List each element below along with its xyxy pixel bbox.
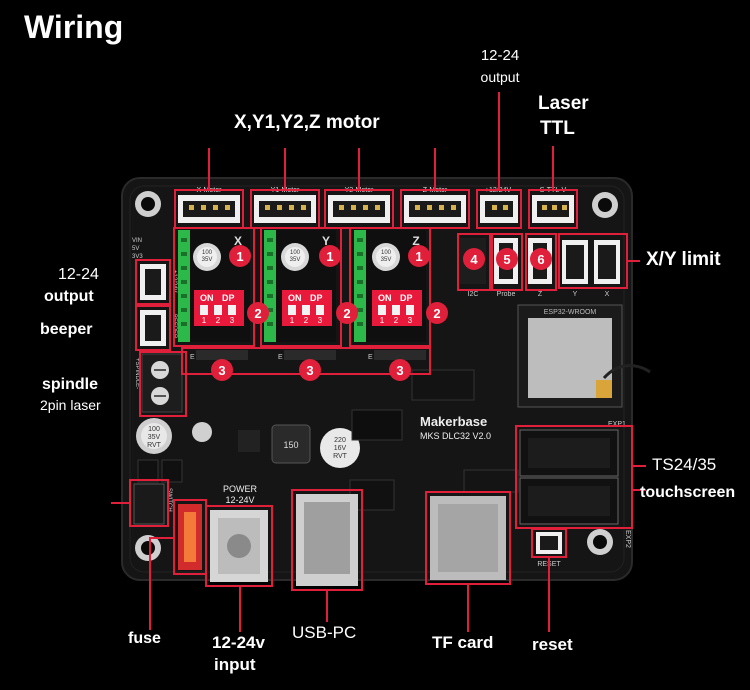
badge-3-y: 3 <box>306 363 313 378</box>
dip-on-y: ON <box>288 293 302 303</box>
cap-220-text-1: 220 <box>334 437 346 444</box>
dip-num-x-2: 2 <box>216 316 221 325</box>
label-beeper: beeper <box>40 321 92 339</box>
label-laser-1: Laser <box>538 94 589 115</box>
silk-y: Y <box>573 291 578 298</box>
dip-num-x-1: 1 <box>202 316 207 325</box>
cap-text-y-1: 100 <box>290 250 301 256</box>
label-reset: reset <box>532 636 573 655</box>
silk-probe: Probe <box>497 291 516 298</box>
cap-text-x-1: 100 <box>202 250 213 256</box>
silk-5v: 5V <box>132 246 139 252</box>
badge-4: 4 <box>470 252 478 267</box>
label-left-output-2: output <box>44 288 94 306</box>
dip-dp-y: DP <box>310 293 323 303</box>
label-ts: TS24/35 <box>652 456 716 475</box>
bulk-cap-text-2: 35V <box>148 434 161 441</box>
cap-220-text-3: RVT <box>333 453 348 460</box>
dip-num-y-1: 1 <box>290 316 295 325</box>
model-text: MKS DLC32 V2.0 <box>420 431 491 441</box>
label-fuse: fuse <box>128 630 161 648</box>
dip-dp-z: DP <box>400 293 413 303</box>
dip-num-z-2: 2 <box>394 316 399 325</box>
bulk-cap-text-1: 100 <box>148 426 160 433</box>
silk-power: POWER <box>223 484 258 494</box>
badge-3-x: 3 <box>218 363 225 378</box>
cap-text-y-2: 35V <box>290 257 301 263</box>
label-spindle: spindle <box>42 376 98 394</box>
label-touchscreen: touchscreen <box>640 484 735 502</box>
label-top-output-1: 12-24 <box>468 48 532 65</box>
dip-num-z-3: 3 <box>408 316 413 325</box>
label-tf-card: TF card <box>432 634 493 653</box>
dip-levers <box>200 305 414 315</box>
dip-on-x: ON <box>200 293 214 303</box>
silk-e-3: E <box>368 354 373 361</box>
cap-220-text-2: 16V <box>334 445 347 452</box>
cap-text-z-2: 35V <box>381 257 392 263</box>
label-input-2: input <box>214 656 256 675</box>
bulk-cap-text-3: RVT <box>147 442 162 449</box>
silk-i2c: I2C <box>468 291 479 298</box>
dip-num-z-1: 1 <box>380 316 385 325</box>
dip-num-y-2: 2 <box>304 316 309 325</box>
label-motor: X,Y1,Y2,Z motor <box>234 113 380 134</box>
silk-exp2: EXP2 <box>624 530 631 548</box>
brand-text: Makerbase <box>420 414 487 429</box>
badge-1-y: 1 <box>326 249 333 264</box>
silk-power-voltage: 12-24V <box>225 495 254 505</box>
badge-1-z: 1 <box>415 249 422 264</box>
dip-on-z: ON <box>378 293 392 303</box>
enable-jumpers <box>196 350 426 360</box>
badge-6: 6 <box>537 252 544 267</box>
wifi-module-text: ESP32-WROOM <box>544 309 597 316</box>
silk-vin: VIN <box>132 238 142 244</box>
label-top-output-2: output <box>468 70 532 85</box>
dip-num-x-3: 3 <box>230 316 235 325</box>
badge-2-z: 2 <box>433 306 440 321</box>
cap-text-x-2: 35V <box>202 257 213 263</box>
badge-2-x: 2 <box>254 306 261 321</box>
silk-z: Z <box>538 291 543 298</box>
label-xy-limit: X/Y limit <box>646 250 721 271</box>
page-title: Wiring <box>24 10 123 45</box>
silk-x: X <box>605 291 610 298</box>
cap-text-z-1: 100 <box>381 250 392 256</box>
badge-5: 5 <box>503 252 510 267</box>
dip-dp-x: DP <box>222 293 235 303</box>
dip-num-y-3: 3 <box>318 316 323 325</box>
badge-1-x: 1 <box>236 249 243 264</box>
inductor-text: 150 <box>283 440 298 450</box>
silk-e-1: E <box>190 354 195 361</box>
label-laser-2: TTL <box>540 119 575 140</box>
badge-2-y: 2 <box>343 306 350 321</box>
label-input-1: 12-24v <box>212 634 265 653</box>
silk-e-2: E <box>278 354 283 361</box>
label-usb: USB-PC <box>292 624 356 643</box>
label-2pin-laser: 2pin laser <box>40 398 101 413</box>
badge-3-z: 3 <box>396 363 403 378</box>
label-left-output-1: 12-24 <box>58 266 99 284</box>
